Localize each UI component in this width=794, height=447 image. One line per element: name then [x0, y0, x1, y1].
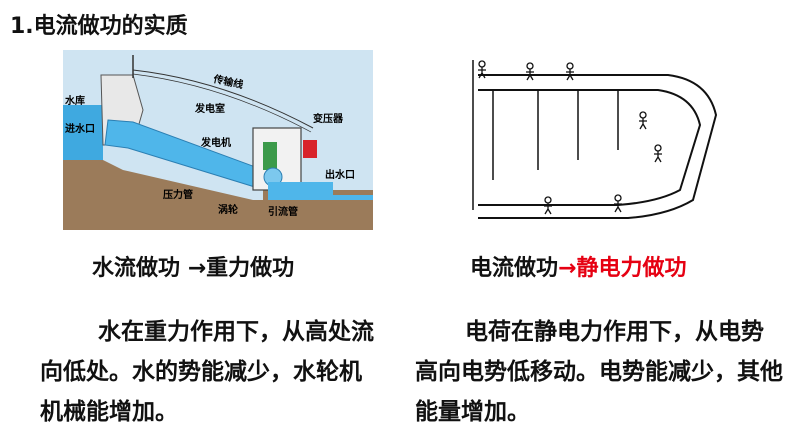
- hydro-dam-illustration: 传输线 水库 进水口 发电室 发电机 变压器 压力管 涡轮 引流管 出水口: [63, 50, 373, 230]
- section-title: 1.电流做功的实质: [10, 14, 188, 39]
- caption-right-result: 静电力做功: [576, 256, 687, 281]
- label-turbine: 涡轮: [218, 203, 238, 216]
- caption-current-work: 电流做功→静电力做功: [470, 250, 686, 282]
- paragraph-right-text: 电荷在静电力作用下，从电势高向电势低移动。电势能减少，其他能量增加。: [415, 319, 783, 425]
- label-water-outlet: 出水口: [325, 168, 355, 181]
- paragraph-charge-explanation: 电荷在静电力作用下，从电势高向电势低移动。电势能减少，其他能量增加。: [415, 312, 785, 432]
- caption-right-arrow: →: [558, 256, 577, 281]
- paragraph-water-explanation: 水在重力作用下，从高处流向低处。水的势能减少，水轮机机械能增加。: [40, 312, 380, 432]
- caption-right-text: 电流做功: [470, 256, 559, 281]
- caption-water-work: 水流做功 →重力做功: [92, 250, 294, 282]
- caption-left-result: 重力做功: [206, 256, 295, 281]
- caption-left-text: 水流做功: [92, 256, 181, 281]
- charge-slide-illustration: [472, 60, 718, 219]
- label-water-inlet: 进水口: [65, 122, 95, 135]
- label-generator: 发电机: [200, 136, 231, 149]
- caption-left-arrow: →: [187, 256, 207, 281]
- label-tailrace: 引流管: [268, 205, 298, 218]
- paragraph-left-text: 水在重力作用下，从高处流向低处。水的势能减少，水轮机机械能增加。: [40, 319, 374, 425]
- label-power-room: 发电室: [194, 102, 225, 115]
- label-penstock: 压力管: [163, 188, 193, 201]
- label-reservoir: 水库: [64, 94, 85, 107]
- label-transformer: 变压器: [313, 112, 344, 125]
